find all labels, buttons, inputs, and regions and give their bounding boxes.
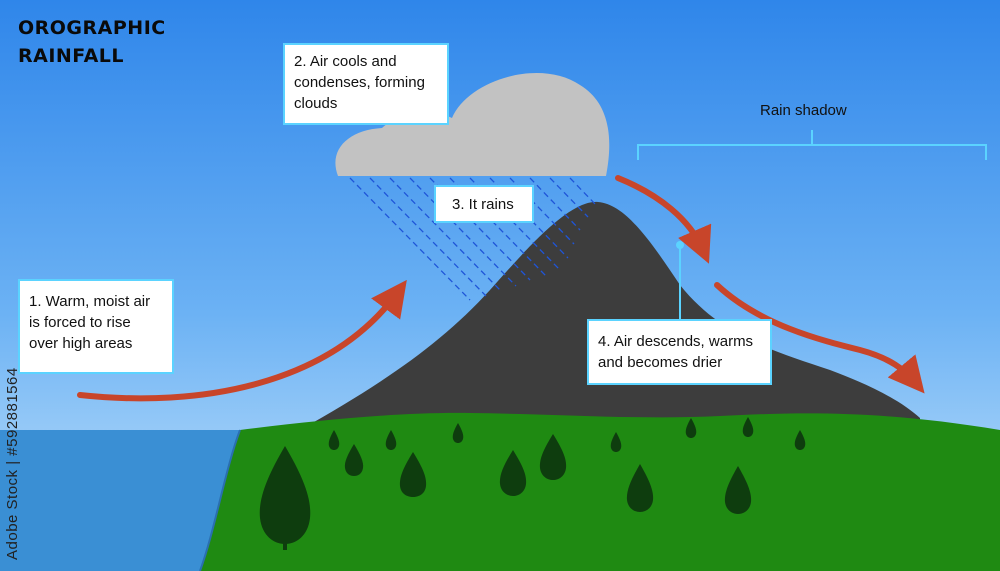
tree (452, 423, 464, 443)
step-4-line-1: 4. Air descends, warms (598, 333, 754, 350)
tree (499, 450, 527, 496)
sea (0, 430, 240, 571)
shoreline (199, 429, 241, 571)
step-1-box: 1. Warm, moist air is forced to rise ove… (18, 279, 174, 374)
tree (724, 466, 752, 514)
step-2-line-3: clouds (294, 95, 338, 112)
tree (344, 444, 364, 476)
tree-large (259, 446, 311, 550)
step-1-line-1: 1. Warm, moist air (29, 293, 151, 310)
descent-pointer (676, 241, 684, 320)
tree (328, 430, 340, 450)
step-2-line-1: 2. Air cools and (294, 53, 397, 70)
side-stock-text: Adobe Stock | #592881564 (4, 367, 21, 560)
step-4-line-2: and becomes drier (598, 354, 723, 371)
step-2-box: 2. Air cools and condenses, forming clou… (283, 43, 449, 125)
step-3-box: 3. It rains (434, 185, 534, 223)
step-1-line-2: is forced to rise (29, 314, 131, 331)
step-1-line-3: over high areas (29, 335, 133, 352)
cloud (335, 73, 610, 176)
arrow-descending-air (615, 175, 712, 264)
tree (742, 417, 754, 437)
tree (399, 452, 427, 497)
tree (626, 464, 654, 512)
tree (685, 418, 697, 438)
diagram-title: OROGRAPHIC RAINFALL (18, 14, 166, 70)
rain-shadow-bracket (637, 130, 987, 160)
tree (610, 432, 622, 452)
tree (385, 430, 397, 450)
step-2-line-2: condenses, forming (294, 74, 425, 91)
arrow-rising-air (77, 279, 407, 402)
step-4-box: 4. Air descends, warms and becomes drier (587, 319, 772, 385)
title-line-2: RAINFALL (18, 45, 125, 67)
tree (539, 434, 567, 480)
title-line-1: OROGRAPHIC (18, 17, 166, 39)
airflow-arrows (77, 175, 925, 402)
trees (259, 417, 806, 550)
rain-shadow-label: Rain shadow (760, 102, 847, 119)
land (200, 412, 1000, 571)
arrow-drier-air (714, 282, 925, 394)
tree (794, 430, 806, 450)
step-3-line-1: 3. It rains (452, 196, 514, 213)
